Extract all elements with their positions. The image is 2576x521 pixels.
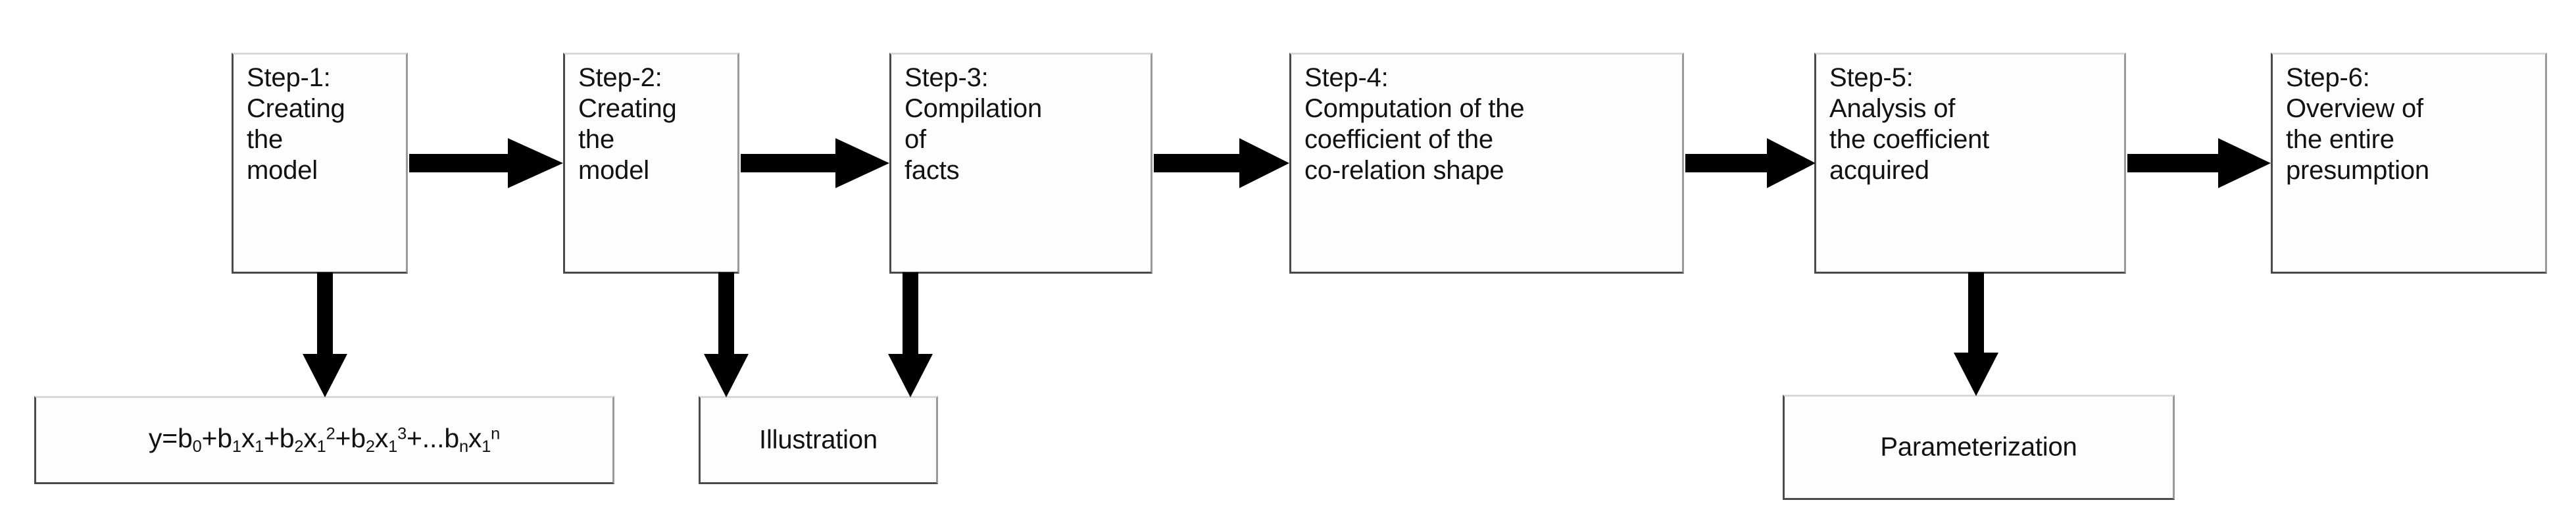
- arrow-step3-step4-icon: [1154, 137, 1289, 189]
- step-5-label: Step-5: Analysis of the coefficient acqu…: [1829, 63, 1990, 185]
- regression-equation: y=b0+b1x1+b2x12+b2x13+...bnx1n: [148, 422, 501, 456]
- arrow-step3-illustration-icon: [887, 272, 934, 397]
- parameterization-label: Parameterization: [1880, 432, 2077, 462]
- arrow-step2-illustration-icon: [703, 272, 750, 397]
- step-4-label: Step-4: Computation of the coefficient o…: [1304, 63, 1525, 185]
- arrow-step1-step2-icon: [409, 137, 563, 189]
- arrow-step5-parameterization-icon: [1952, 272, 2000, 396]
- arrow-step5-step6-icon: [2127, 137, 2271, 189]
- arrow-step1-formula-icon: [301, 272, 349, 397]
- step-4-box[interactable]: Step-4: Computation of the coefficient o…: [1289, 53, 1684, 274]
- illustration-box[interactable]: Illustration: [699, 396, 938, 484]
- step-6-label: Step-6: Overview of the entire presumpti…: [2286, 63, 2429, 185]
- arrow-step2-step3-icon: [741, 137, 889, 189]
- step-2-label: Step-2: Creating the model: [578, 63, 677, 185]
- formula-box[interactable]: y=b0+b1x1+b2x12+b2x13+...bnx1n: [34, 396, 614, 484]
- arrow-step4-step5-icon: [1685, 137, 1816, 189]
- step-1-box[interactable]: Step-1: Creating the model: [232, 53, 408, 274]
- step-3-label: Step-3: Compilation of facts: [904, 63, 1043, 185]
- step-3-box[interactable]: Step-3: Compilation of facts: [889, 53, 1152, 274]
- step-6-box[interactable]: Step-6: Overview of the entire presumpti…: [2271, 53, 2547, 274]
- illustration-label: Illustration: [759, 425, 878, 455]
- step-5-box[interactable]: Step-5: Analysis of the coefficient acqu…: [1814, 53, 2126, 274]
- formula-label: y=b0+b1x1+b2x12+b2x13+...bnx1n: [36, 419, 612, 461]
- step-1-label: Step-1: Creating the model: [247, 63, 345, 185]
- parameterization-box[interactable]: Parameterization: [1783, 395, 2175, 500]
- step-2-box[interactable]: Step-2: Creating the model: [563, 53, 739, 274]
